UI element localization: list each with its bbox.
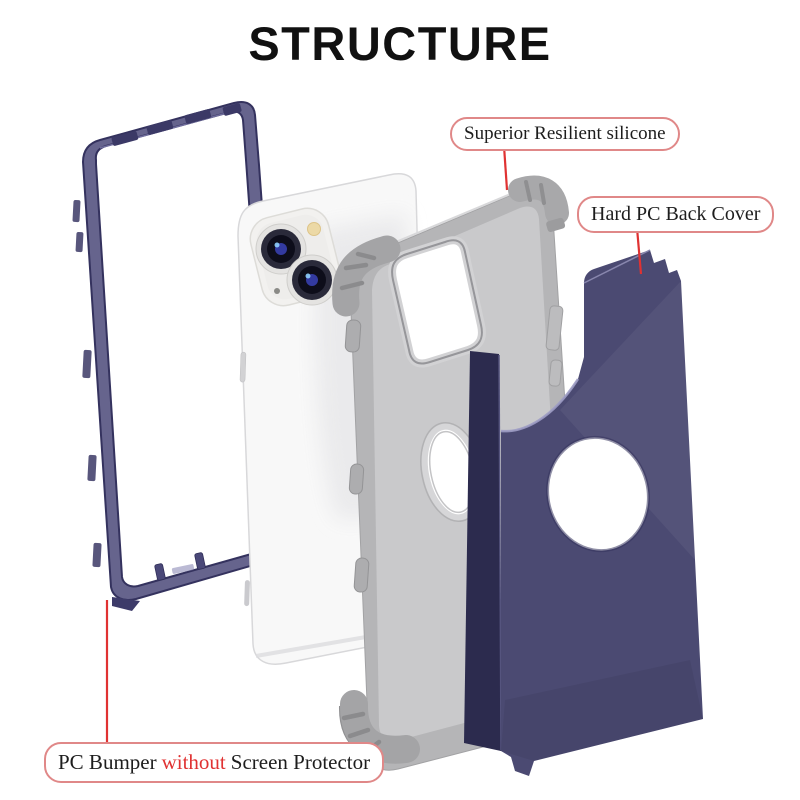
bumper-callout-suffix: Screen Protector [230,749,371,774]
cover-logo-hole [546,435,650,553]
hard-pc-back-cover [464,249,703,776]
bumper-left-tabs [72,199,102,568]
phone-side-button [239,351,247,383]
cover-side-edge [464,351,501,751]
silicone-callout-text: Superior Resilient silicone [464,122,666,144]
case-camera-cutout [388,236,486,368]
camera-module [249,207,342,307]
bumper-callout-highlight: without [161,749,226,774]
cover-light-sheen [560,281,695,560]
phone-side-slot [244,580,250,607]
bumper-callout-prefix: PC Bumper [58,749,157,774]
back-cover-callout-label: Hard PC Back Cover [577,196,775,233]
camera-flash [307,222,321,236]
annotation-lines [105,145,643,744]
cover-cutout-edge-highlight [500,378,580,433]
page-title: STRUCTURE [248,17,552,70]
camera-lens-top [255,223,307,275]
bumper-callout-label: PC Bumper without Screen Protector [44,742,385,783]
case-side-buttons-right [545,305,564,387]
silicone-connector-line [502,145,509,191]
back-cover-connector-line [635,227,643,275]
case-corner-bumper-top-left [332,235,401,317]
cover-bottom-shade [501,660,703,761]
camera-lens-bottom [286,254,338,306]
bumper-top-tabs [111,103,242,146]
silicone-callout-label: Superior Resilient silicone [450,117,680,151]
bumper-bottom-details [112,552,206,611]
camera-mic-dot [274,288,280,294]
cover-side-highlight [498,354,502,751]
case-corner-bumper-top-right [508,175,569,232]
back-cover-callout-text: Hard PC Back Cover [591,202,761,225]
case-side-buttons-left [344,319,370,593]
